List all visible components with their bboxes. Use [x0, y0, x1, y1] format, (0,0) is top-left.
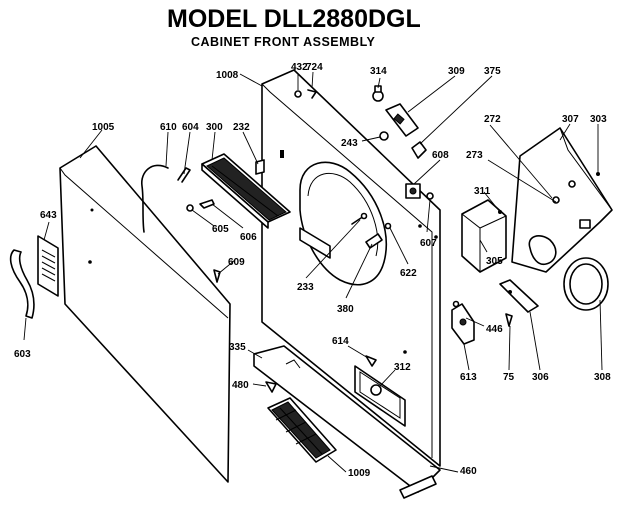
- wire-harness-610: [141, 164, 169, 233]
- label-380: 380: [337, 304, 354, 315]
- label-375: 375: [484, 66, 501, 77]
- label-603: 603: [14, 349, 31, 360]
- label-311: 311: [474, 186, 491, 197]
- label-308: 308: [594, 372, 611, 383]
- label-300: 300: [206, 122, 223, 133]
- label-309: 309: [448, 66, 465, 77]
- label-606: 606: [240, 232, 257, 243]
- label-604: 604: [182, 122, 199, 133]
- label-1008: 1008: [216, 70, 239, 81]
- label-460: 460: [460, 466, 477, 477]
- label-614: 614: [332, 336, 349, 347]
- label-232: 232: [233, 122, 250, 133]
- door-handle-603: [9, 249, 35, 319]
- label-307: 307: [562, 114, 579, 125]
- label-335: 335: [229, 342, 246, 353]
- door-strike-306: [499, 279, 539, 313]
- label-75: 75: [503, 372, 515, 383]
- lint-grille-1009: [267, 397, 337, 463]
- screw-75: [505, 313, 513, 327]
- diagram-subtitle: CABINET FRONT ASSEMBLY: [191, 35, 376, 49]
- diagram-title: MODEL DLL2880DGL: [167, 5, 421, 33]
- module-305: [461, 199, 507, 273]
- leader-lines: [23, 71, 603, 473]
- front-panel-1005: [59, 145, 231, 483]
- label-605: 605: [212, 224, 229, 235]
- label-1009: 1009: [348, 468, 371, 479]
- control-bezel-300: [201, 153, 291, 229]
- label-609: 609: [228, 257, 245, 268]
- label-446: 446: [486, 324, 503, 335]
- vent-plate-643: [37, 235, 59, 297]
- label-314: 314: [370, 66, 387, 77]
- label-233: 233: [297, 282, 314, 293]
- label-312: 312: [394, 362, 411, 373]
- label-613: 613: [460, 372, 477, 383]
- label-1005: 1005: [92, 122, 115, 133]
- label-480: 480: [232, 380, 249, 391]
- label-306: 306: [532, 372, 549, 383]
- door-latch-613: [451, 300, 475, 345]
- label-272: 272: [484, 114, 501, 125]
- door-switch-housing-307: [511, 127, 613, 273]
- label-643: 643: [40, 210, 57, 221]
- label-303: 303: [590, 114, 607, 125]
- label-724: 724: [306, 62, 323, 73]
- label-432: 432: [291, 62, 308, 73]
- label-243: 243: [341, 138, 358, 149]
- toe-plate-335: [253, 345, 441, 499]
- part-labels: 1008 432 724 314 309 375 243 608 272 307…: [14, 62, 611, 479]
- label-622: 622: [400, 268, 417, 279]
- label-305: 305: [486, 256, 503, 267]
- label-607: 607: [420, 238, 437, 249]
- small-parts: [177, 85, 434, 396]
- ring-seal-308: [563, 257, 609, 311]
- label-610: 610: [160, 122, 177, 133]
- cabinet-front-1008: [261, 69, 441, 467]
- label-273: 273: [466, 150, 483, 161]
- label-608: 608: [432, 150, 449, 161]
